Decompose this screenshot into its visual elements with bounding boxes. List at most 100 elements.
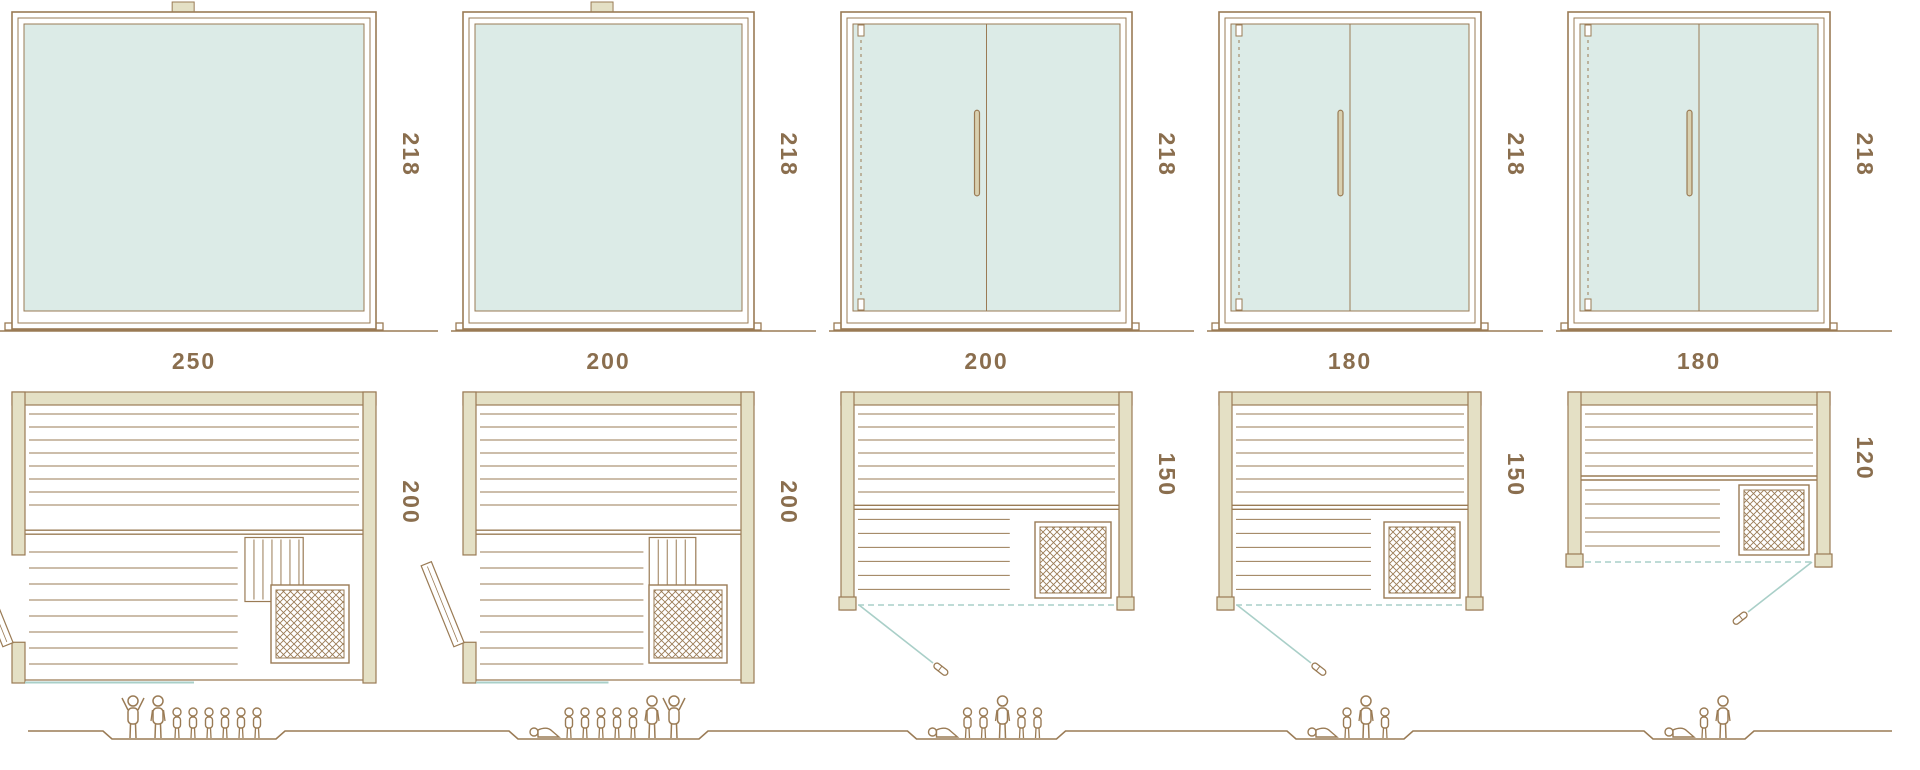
person-icon xyxy=(121,695,145,739)
floor-plan xyxy=(420,391,755,684)
person-icon xyxy=(1380,707,1390,739)
person-icon xyxy=(188,707,198,739)
wall-cap xyxy=(1116,596,1135,611)
heater-icon xyxy=(1738,484,1810,556)
person-icon xyxy=(252,707,262,739)
wall-left xyxy=(1218,391,1233,611)
wall-left-stub xyxy=(462,641,477,684)
glass-door-right xyxy=(986,23,1121,312)
person-icon xyxy=(172,707,182,739)
heater-icon xyxy=(1034,521,1112,599)
width-dimension-label: 200 xyxy=(586,348,630,374)
door-swing-line xyxy=(1236,604,1312,664)
hinge-icon xyxy=(1584,298,1592,311)
wall-cap xyxy=(838,596,857,611)
person-icon xyxy=(978,707,989,739)
wall-right xyxy=(1467,391,1482,611)
height-dimension-label: 218 xyxy=(1154,132,1180,176)
depth-dimension-label: 150 xyxy=(1503,453,1529,497)
person-icon xyxy=(662,695,686,739)
hinge-icon xyxy=(857,24,865,37)
person-icon xyxy=(150,695,166,739)
width-dimension-label: 180 xyxy=(1328,348,1372,374)
wall-back xyxy=(11,391,377,406)
person-icon xyxy=(1032,707,1043,739)
front-elevation xyxy=(833,11,1140,331)
wall-left-stub xyxy=(11,641,26,684)
height-dimension-label: 218 xyxy=(398,132,424,176)
door-leaf xyxy=(420,560,465,648)
front-elevation xyxy=(455,1,762,331)
depth-dimension-label: 200 xyxy=(398,480,424,524)
person-icon xyxy=(628,707,638,739)
capacity-figures xyxy=(1307,695,1390,739)
door-handle-icon xyxy=(1732,611,1748,625)
door-leaf xyxy=(0,560,14,648)
width-dimension-label: 180 xyxy=(1677,348,1721,374)
width-dimension-label: 200 xyxy=(964,348,1008,374)
capacity-figures xyxy=(927,695,1043,739)
person-icon xyxy=(220,707,230,739)
wall-back xyxy=(1567,391,1831,406)
wall-left xyxy=(462,391,477,556)
capacity-figures xyxy=(1664,695,1731,739)
person-icon xyxy=(644,695,660,739)
door-handle-icon xyxy=(973,109,981,197)
glass-door-left xyxy=(852,23,987,312)
wall-back xyxy=(840,391,1133,406)
height-dimension-label: 218 xyxy=(776,132,802,176)
floor-plan xyxy=(1565,391,1833,625)
glass-panel xyxy=(23,23,365,312)
hinge-icon xyxy=(857,298,865,311)
glass-door-right xyxy=(1698,23,1819,312)
glass-panel xyxy=(474,23,743,312)
person-icon xyxy=(204,707,214,739)
ground-line xyxy=(28,730,1892,740)
door-handle-icon xyxy=(1686,109,1693,197)
height-dimension-label: 218 xyxy=(1852,132,1878,176)
person-icon xyxy=(564,707,574,739)
floor-plan xyxy=(838,391,1135,676)
person-icon xyxy=(612,707,622,739)
floor-plan xyxy=(1216,391,1484,676)
person-icon xyxy=(596,707,606,739)
person-icon xyxy=(927,727,960,738)
person-icon xyxy=(1715,695,1731,739)
person-icon xyxy=(1358,695,1374,739)
wall-left xyxy=(11,391,26,556)
person-icon xyxy=(1342,707,1352,739)
wall-cap xyxy=(1216,596,1235,611)
floor-plan xyxy=(0,391,377,684)
wall-right xyxy=(740,391,755,684)
wall-back xyxy=(1218,391,1482,406)
glass-door-right xyxy=(1349,23,1470,312)
person-icon xyxy=(1699,707,1709,739)
model-column: 218 180 150 xyxy=(1207,11,1543,739)
model-column: 218 200 200 xyxy=(420,1,816,739)
person-icon xyxy=(1307,727,1339,738)
front-elevation xyxy=(1211,11,1489,331)
person-icon xyxy=(1016,707,1027,739)
person-icon xyxy=(236,707,246,739)
wall-cap xyxy=(1565,553,1584,568)
capacity-figures xyxy=(529,695,686,739)
wall-right xyxy=(1816,391,1831,568)
wall-right xyxy=(362,391,377,684)
person-icon xyxy=(994,695,1011,739)
front-elevation xyxy=(1560,11,1838,331)
depth-dimension-label: 200 xyxy=(776,480,802,524)
person-icon xyxy=(1664,727,1696,738)
heater-icon xyxy=(648,584,728,664)
hinge-icon xyxy=(1235,298,1243,311)
door-handle-icon xyxy=(1311,662,1327,676)
glass-door-left xyxy=(1230,23,1351,312)
wall-cap xyxy=(1465,596,1484,611)
wall-left xyxy=(840,391,855,611)
door-swing-line xyxy=(858,604,934,664)
height-dimension-label: 218 xyxy=(1503,132,1529,176)
